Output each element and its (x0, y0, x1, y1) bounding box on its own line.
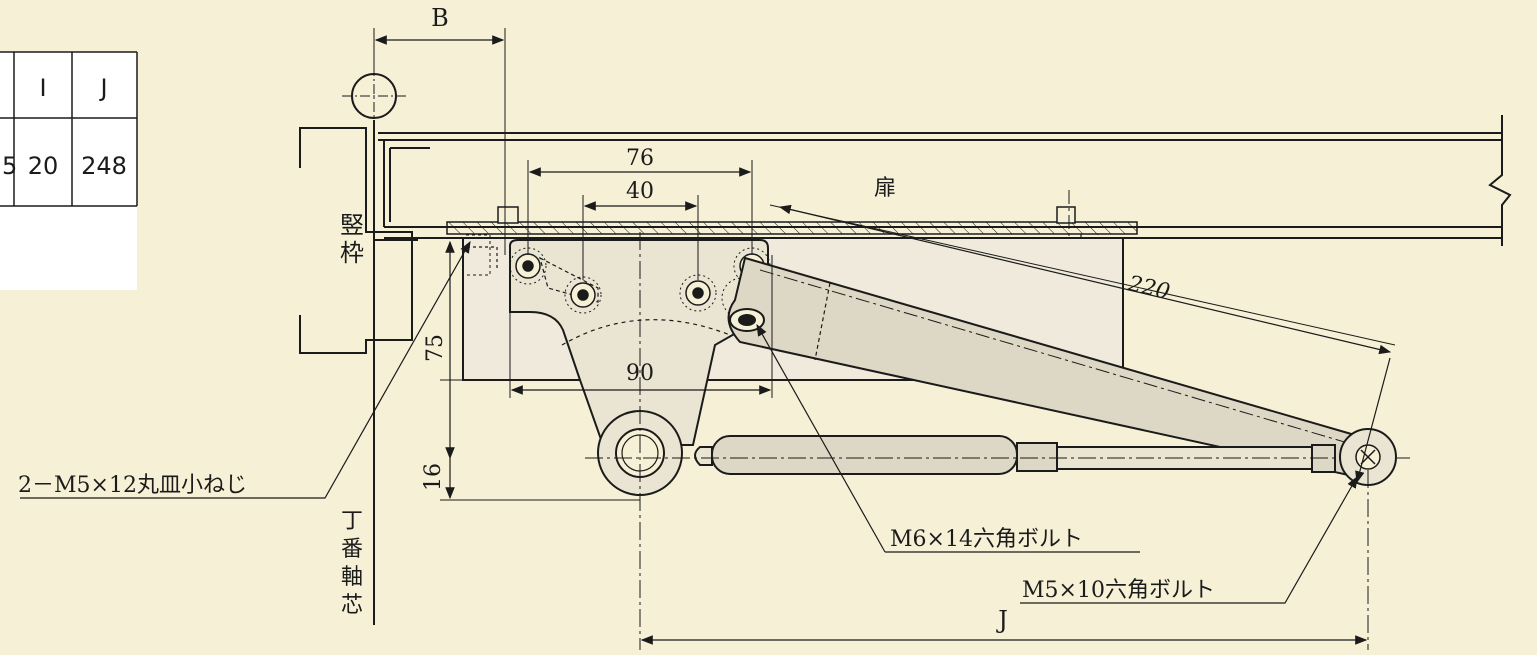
dimension-lines (374, 35, 1392, 645)
leader-lines (20, 240, 1358, 604)
dimension-75-label: 75 (423, 334, 448, 362)
dimension-90-label: 90 (626, 361, 654, 386)
bolt-m6-label: M6×14六角ボルト (890, 527, 1083, 552)
dimension-16-label: 16 (421, 463, 446, 491)
table-cell-i: 20 (28, 152, 59, 180)
hinge-axis-char-1: 丁 (341, 509, 363, 534)
table-background (0, 52, 137, 290)
table-header-i: I (39, 74, 46, 102)
door-frame (299, 120, 418, 625)
dimension-220-label: 220 (1125, 271, 1173, 305)
table-header-j: J (98, 74, 107, 102)
hinge-axis-char-3: 軸 (341, 565, 363, 590)
hinge-axis-char-4: 芯 (341, 593, 363, 618)
dimension-76-label: 76 (626, 146, 654, 171)
spec-table: I J 5 20 248 (0, 51, 138, 290)
frame-label-line1: 竪 (340, 211, 364, 239)
dimension-j-label: J (995, 606, 1008, 634)
door-label: 扉 (874, 176, 896, 201)
hinge-axis-char-2: 番 (341, 537, 363, 562)
frame-label-line2: 枠 (340, 239, 364, 267)
mounting-plate (446, 221, 1138, 235)
plate-bolt-left (497, 206, 519, 224)
dimension-b-label: B (431, 4, 449, 32)
plate-bolt-right (1056, 206, 1076, 224)
table-cell-cut-off: 5 (2, 152, 17, 180)
screw-note-label: 2－M5×12丸皿小ねじ (18, 473, 247, 498)
dimension-40-label: 40 (626, 179, 654, 204)
table-cell-j: 248 (81, 152, 127, 180)
bolt-m5-label: M5×10六角ボルト (1022, 578, 1215, 603)
